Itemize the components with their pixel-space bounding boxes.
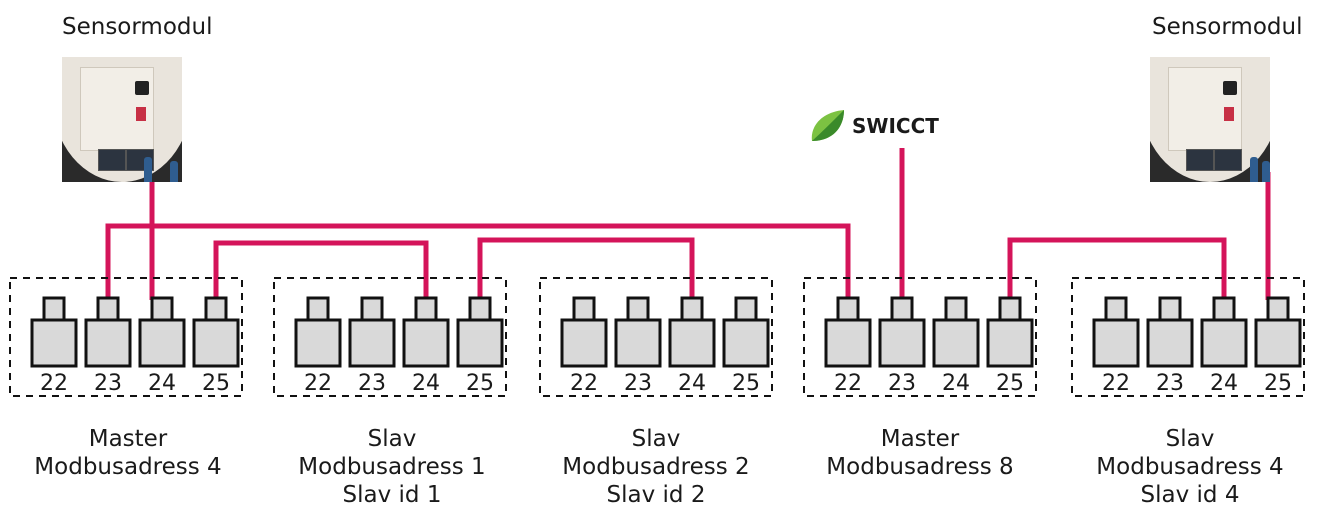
terminal-block	[84, 318, 132, 368]
unit-dashed-box	[539, 277, 773, 397]
wire-master8-25-to-slave4-24	[1007, 237, 1227, 300]
terminal-number: 25	[1264, 371, 1292, 396]
sensor-label-left: Sensormodul	[62, 14, 213, 40]
unit-role: Master	[88, 426, 168, 452]
unit-slave-id: Slav id 4	[1140, 482, 1240, 508]
unit-label-slave-1: Slav Modbusadress 1 Slav id 1	[272, 425, 512, 509]
terminal-number: 23	[94, 371, 122, 396]
terminal-pin	[680, 296, 704, 322]
unit-dashed-box	[1071, 277, 1305, 397]
terminal-number: 22	[304, 371, 332, 396]
terminal-block	[1146, 318, 1194, 368]
terminal-block	[560, 318, 608, 368]
terminal-number: 23	[888, 371, 916, 396]
swicct-label: SWICCT	[852, 114, 939, 138]
terminal-pin	[890, 296, 914, 322]
terminal-number: 22	[570, 371, 598, 396]
unit-label-master-8: Master Modbusadress 8	[800, 425, 1040, 481]
unit-role: Slav	[1165, 426, 1215, 452]
terminal-number: 22	[834, 371, 862, 396]
terminal-number: 24	[412, 371, 440, 396]
terminal-pin	[944, 296, 968, 322]
terminal-pin	[150, 296, 174, 322]
terminal-number: 24	[678, 371, 706, 396]
terminal-block	[1092, 318, 1140, 368]
terminal-pin	[360, 296, 384, 322]
terminal-pin	[306, 296, 330, 322]
terminal-block	[824, 318, 872, 368]
terminal-block	[402, 318, 450, 368]
terminal-number: 25	[996, 371, 1024, 396]
terminal-pin	[204, 296, 228, 322]
wire-master4-25-to-slave1-24	[213, 240, 429, 300]
unit-label-master-4: Master Modbusadress 4	[8, 425, 248, 481]
sensor-module-photo-left	[62, 57, 182, 182]
terminal-block	[348, 318, 396, 368]
terminal-number: 23	[358, 371, 386, 396]
terminal-block	[668, 318, 716, 368]
terminal-block	[932, 318, 980, 368]
terminal-pin	[96, 296, 120, 322]
terminal-number: 25	[202, 371, 230, 396]
unit-role: Master	[880, 426, 960, 452]
unit-address: Modbusadress 1	[298, 454, 486, 480]
terminal-block	[456, 318, 504, 368]
leaf-icon	[811, 110, 844, 141]
terminal-block	[614, 318, 662, 368]
unit-dashed-box	[803, 277, 1037, 397]
terminal-number: 24	[148, 371, 176, 396]
unit-address: Modbusadress 4	[1096, 454, 1284, 480]
unit-address: Modbusadress 8	[826, 454, 1014, 480]
terminal-block	[30, 318, 78, 368]
terminal-block	[986, 318, 1034, 368]
terminal-pin	[468, 296, 492, 322]
unit-slave-id: Slav id 2	[606, 482, 706, 508]
terminal-pin	[734, 296, 758, 322]
terminal-block	[192, 318, 240, 368]
terminal-pin	[998, 296, 1022, 322]
terminal-number: 22	[40, 371, 68, 396]
unit-role: Slav	[631, 426, 681, 452]
terminal-number: 22	[1102, 371, 1130, 396]
terminal-pin	[836, 296, 860, 322]
unit-label-slave-2: Slav Modbusadress 2 Slav id 2	[536, 425, 776, 509]
terminal-number: 25	[732, 371, 760, 396]
terminal-pin	[42, 296, 66, 322]
terminal-block	[294, 318, 342, 368]
terminal-pin	[414, 296, 438, 322]
wire-slave1-25-to-slave2-24	[477, 237, 695, 300]
terminal-block	[878, 318, 926, 368]
unit-slave-id: Slav id 1	[342, 482, 442, 508]
terminal-block	[1254, 318, 1302, 368]
terminal-pin	[1212, 296, 1236, 322]
terminal-pin	[1158, 296, 1182, 322]
unit-dashed-box	[9, 277, 243, 397]
terminal-number: 23	[1156, 371, 1184, 396]
terminal-block	[722, 318, 770, 368]
sensor-label-right: Sensormodul	[1152, 14, 1303, 40]
unit-role: Slav	[367, 426, 417, 452]
terminal-number: 23	[624, 371, 652, 396]
terminal-number: 24	[942, 371, 970, 396]
terminal-pin	[1266, 296, 1290, 322]
terminal-pin	[1104, 296, 1128, 322]
unit-dashed-box	[273, 277, 507, 397]
terminal-number: 24	[1210, 371, 1238, 396]
terminal-pin	[572, 296, 596, 322]
unit-address: Modbusadress 2	[562, 454, 750, 480]
terminal-pin	[626, 296, 650, 322]
wire-master4-23-to-master8-22	[105, 223, 851, 300]
unit-address: Modbusadress 4	[34, 454, 222, 480]
sensor-module-photo-right	[1150, 57, 1270, 182]
terminal-block	[138, 318, 186, 368]
unit-label-slave-4: Slav Modbusadress 4 Slav id 4	[1070, 425, 1310, 509]
terminal-block	[1200, 318, 1248, 368]
terminal-number: 25	[466, 371, 494, 396]
